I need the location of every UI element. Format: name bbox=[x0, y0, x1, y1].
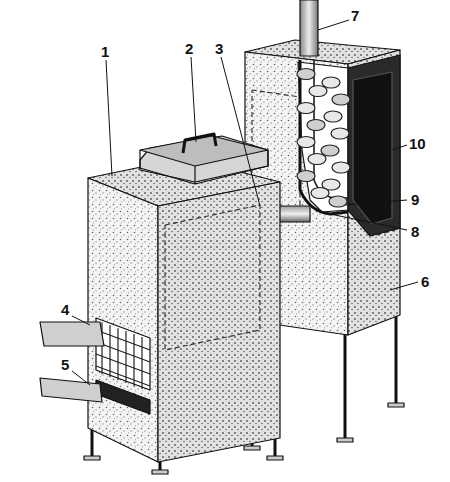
stone bbox=[309, 86, 327, 97]
stone bbox=[297, 137, 315, 148]
callout-number: 10 bbox=[408, 136, 427, 151]
stone bbox=[307, 120, 325, 131]
callout-number: 6 bbox=[420, 274, 430, 289]
grate-bar bbox=[96, 354, 150, 374]
callout-number: 1 bbox=[100, 44, 110, 59]
stone bbox=[297, 171, 315, 182]
stone bbox=[297, 103, 315, 114]
stone bbox=[329, 196, 347, 207]
grate-bar bbox=[125, 331, 126, 383]
stone bbox=[321, 145, 339, 156]
callout-number: 9 bbox=[410, 192, 420, 207]
callout-number: 3 bbox=[214, 41, 224, 56]
callout-number: 2 bbox=[184, 41, 194, 56]
stone bbox=[308, 154, 326, 165]
grate-bar bbox=[133, 334, 134, 386]
stone bbox=[332, 162, 350, 173]
stone bbox=[332, 94, 350, 105]
callout-number: 4 bbox=[60, 302, 70, 317]
stone bbox=[324, 111, 342, 122]
stone bbox=[331, 128, 349, 139]
callout-number: 8 bbox=[410, 224, 420, 239]
callout-number: 7 bbox=[350, 8, 360, 23]
grate-bar bbox=[117, 328, 118, 380]
callout-number: 5 bbox=[60, 357, 70, 372]
stone bbox=[297, 69, 315, 80]
stone bbox=[311, 188, 329, 199]
grate-bar bbox=[109, 325, 110, 377]
grate-bar bbox=[96, 330, 150, 350]
stone bbox=[322, 77, 340, 88]
grate-bar bbox=[141, 337, 142, 389]
